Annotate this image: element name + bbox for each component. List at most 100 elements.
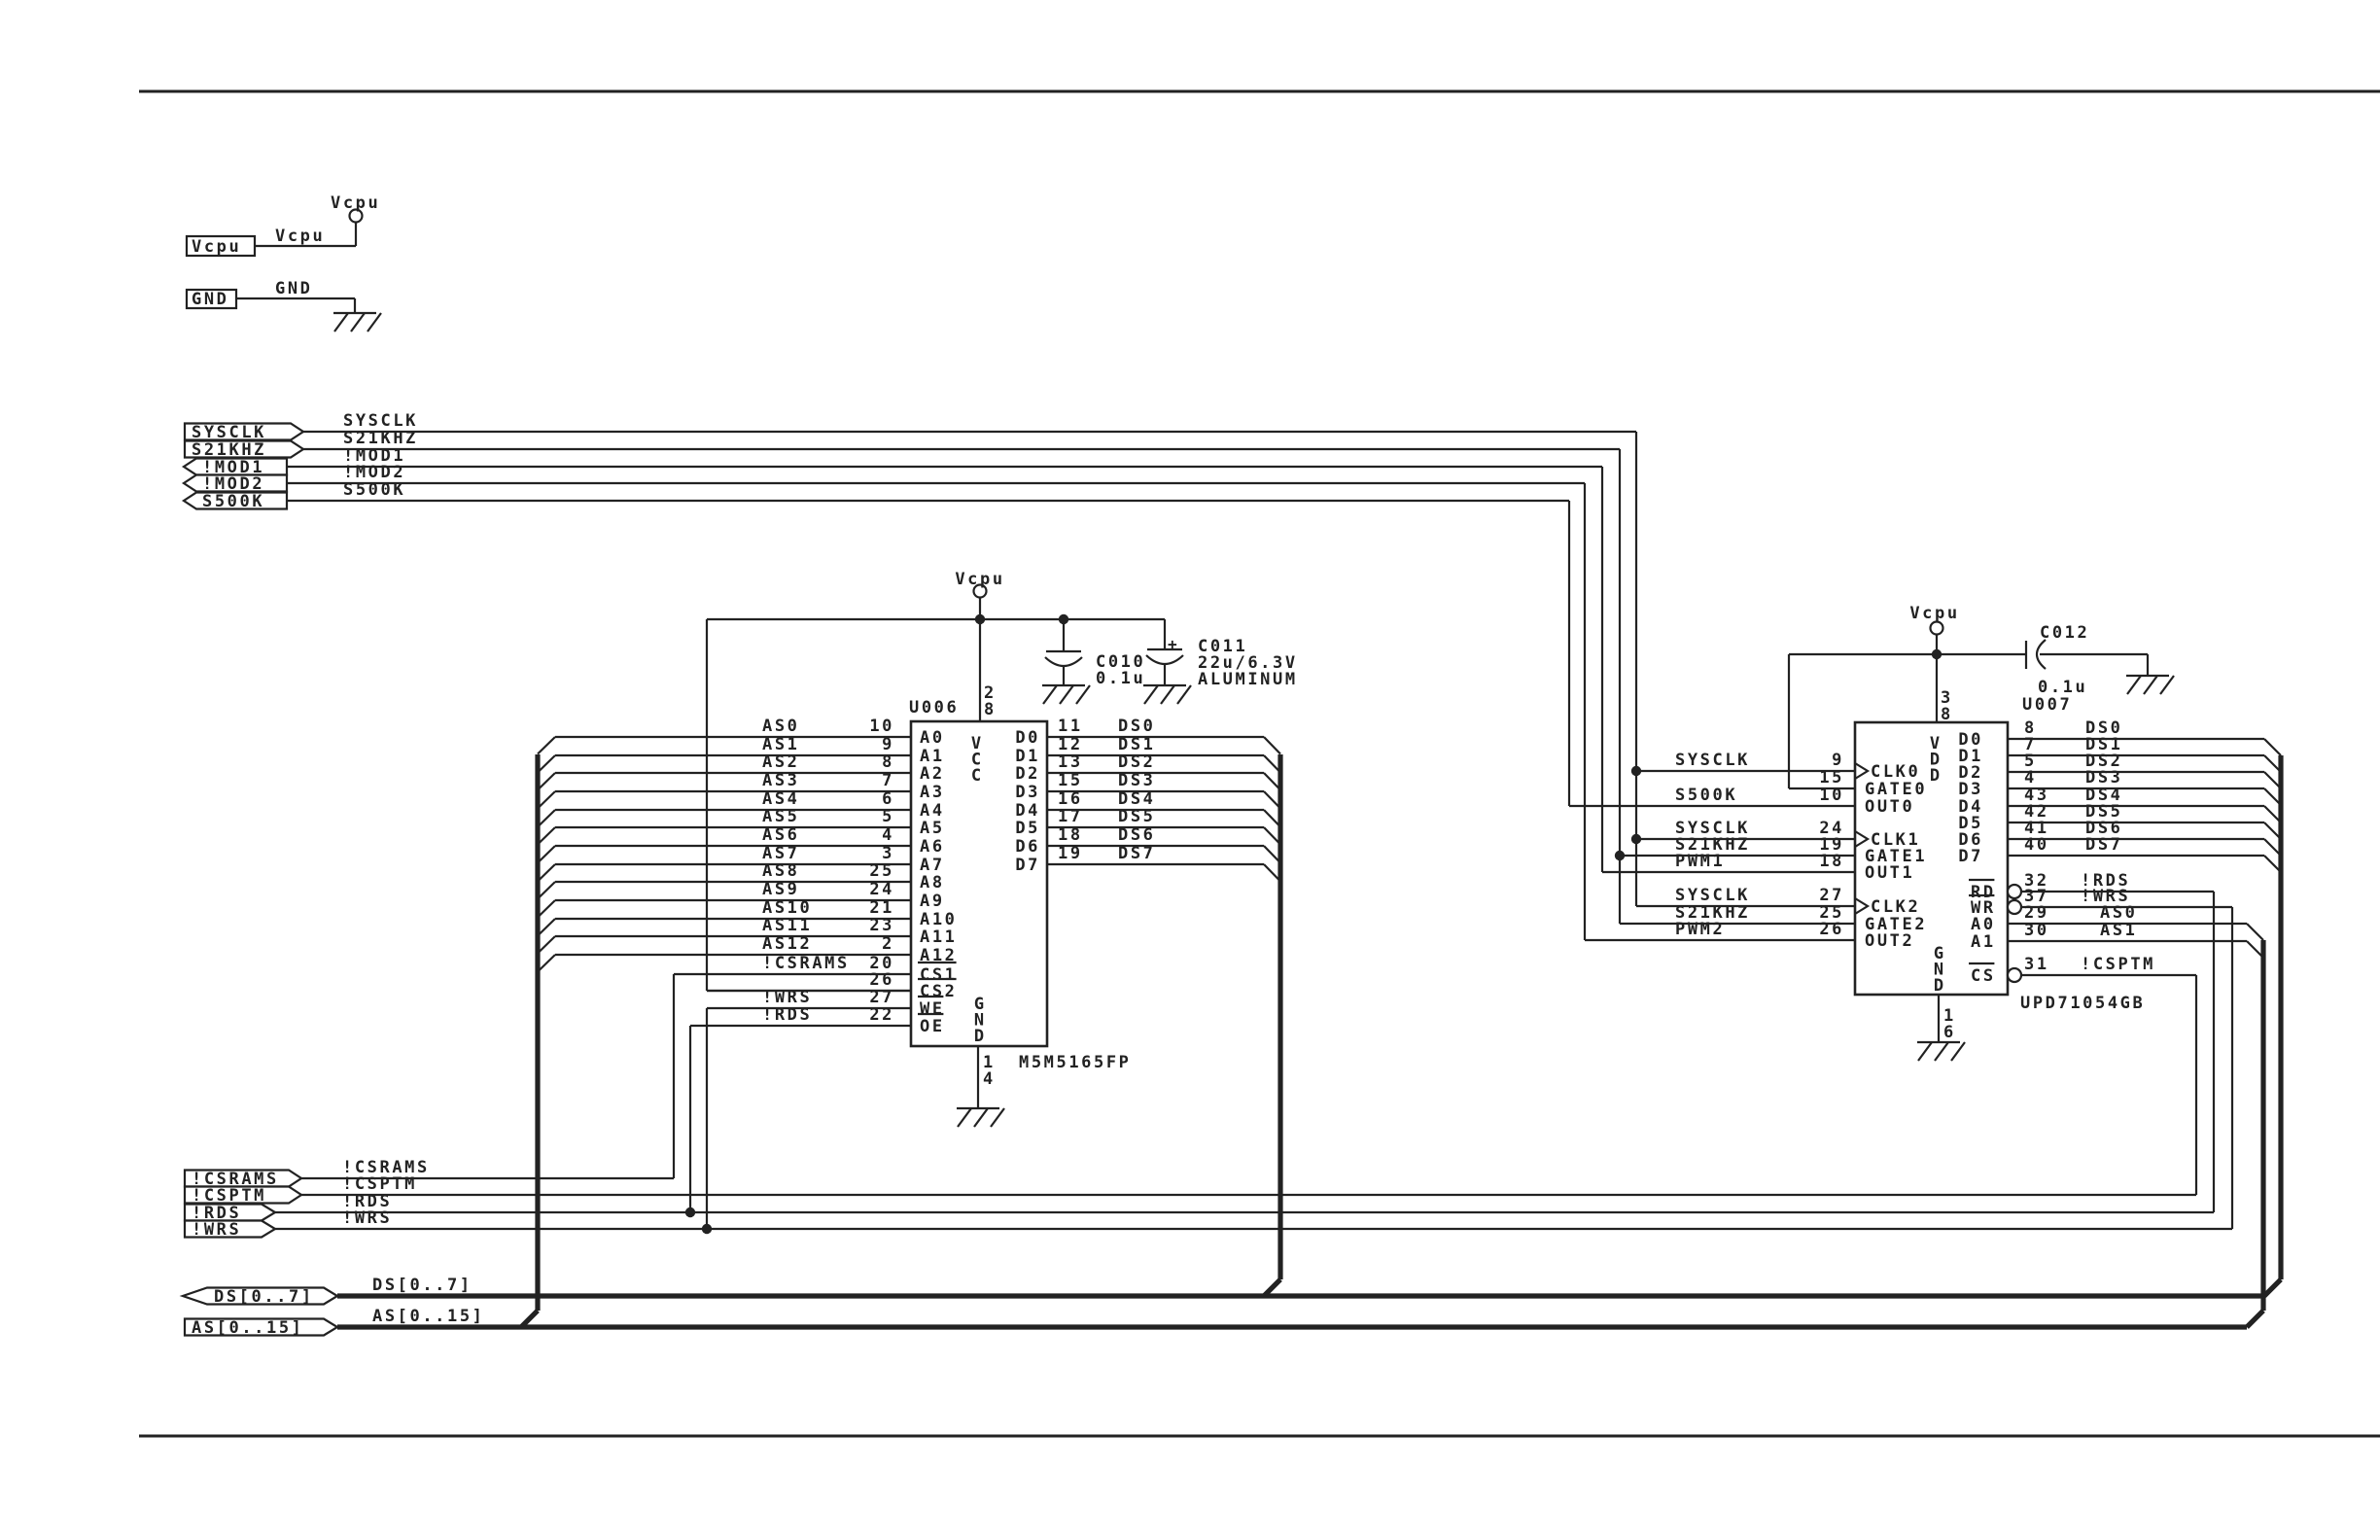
pin-name-u006-A10: A10	[920, 910, 958, 929]
pin-name-u007-WR: WR	[1971, 898, 1996, 918]
bus-stub-AS12	[537, 954, 556, 973]
junction-s21khz	[1614, 850, 1626, 861]
pin-number-u007-RD: 32	[2024, 871, 2049, 891]
bus-stub-AS7	[537, 863, 556, 883]
tag-!MOD1-label: !MOD1	[202, 458, 264, 477]
pin-name-u007-RD: RD	[1971, 883, 1996, 902]
bus-stub-AS6	[537, 845, 556, 864]
pin-number-u007-WR: 37	[2024, 887, 2049, 906]
c011-ground-slash-1	[1160, 684, 1175, 705]
label-c012-value: 0.1u	[2038, 678, 2087, 697]
tag-!CSPTM	[183, 1185, 304, 1205]
junction-sysclk-0	[1630, 765, 1642, 777]
c010-ground-slash-0	[1042, 684, 1058, 705]
pin-number-u006-D7: 19	[1058, 844, 1083, 863]
pin-number-u007-D2: 5	[2024, 752, 2037, 771]
pin-name-u006-A8: A8	[920, 873, 945, 892]
pin-name-u007-A1: A1	[1971, 932, 1996, 952]
pin-number-u007-OUT0: 10	[1819, 786, 1844, 805]
gnd-flag-ground-slash-0	[333, 312, 349, 332]
gnd-flag-ground-slash-1	[350, 312, 366, 332]
u006-vcpu-label: Vcpu	[955, 570, 1004, 589]
net-label-as-bus: AS[0..15]	[372, 1307, 485, 1326]
pin-number-u006-WE: 27	[869, 988, 894, 1007]
pin-number-u007-D3: 4	[2024, 768, 2037, 788]
net-label-AS2: AS2	[762, 752, 800, 772]
net-label-AS10: AS10	[762, 898, 812, 918]
pin-number-u007-D6: 41	[2024, 819, 2049, 838]
pin-number-u007-GATE0: 15	[1819, 768, 1844, 788]
bus-stub-AS4	[537, 809, 556, 828]
junction-u006-vcc	[974, 613, 986, 625]
u007-gnd-text: D	[1934, 976, 1943, 996]
pin-number-u006-A11: 23	[869, 916, 894, 935]
u007-ground-slash-1	[1934, 1041, 1949, 1062]
pin-name-u007-D6: D6	[1958, 830, 1983, 850]
pin-name-u006-A4: A4	[920, 801, 945, 821]
clock-triangle-CLK2	[1854, 897, 1871, 915]
pin-number-u006-D5: 17	[1058, 807, 1083, 826]
u006-pin14: 4	[983, 1069, 993, 1089]
label-c011-plus: +	[1168, 635, 1177, 653]
label-c010-ref: C010	[1096, 652, 1145, 672]
pin-name-u006-A0: A0	[920, 728, 945, 748]
pin-name-u007-D0: D0	[1958, 730, 1983, 750]
net-label-AS12: AS12	[762, 934, 812, 954]
c012-ground-slash-2	[2159, 675, 2175, 695]
tag-ds-bus	[179, 1286, 340, 1306]
net-label-AS11: AS11	[762, 916, 812, 935]
net-label-AS3: AS3	[762, 771, 800, 790]
pin-name-u007-OUT1: OUT1	[1865, 863, 1914, 883]
pin-name-u006-WE: WE	[920, 999, 945, 1019]
tag-S500K	[181, 491, 289, 510]
pin-name-u007-CLK0: CLK0	[1871, 762, 1920, 782]
u006-vcc-text: C	[971, 766, 981, 786]
net-label-u007-CLK2: SYSCLK	[1675, 886, 1750, 905]
tag-S21KHZ	[183, 439, 306, 459]
pin-number-u007-CS: 31	[2024, 955, 2049, 974]
pin-name-u007-D4: D4	[1958, 797, 1983, 817]
net-label-ds-bus: DS[0..7]	[372, 1276, 472, 1295]
bus-ds-vertical-right-bend	[2262, 1278, 2283, 1298]
pin-number-u007-CLK1: 24	[1819, 819, 1844, 838]
pin-name-u007-GATE2: GATE2	[1865, 915, 1927, 934]
label-c012-ref: C012	[2040, 623, 2089, 643]
bubble-u007-CS	[2006, 966, 2023, 984]
pin-number-u006-A6: 4	[882, 825, 894, 845]
net-label-!WRS-u006: !WRS	[762, 988, 812, 1007]
pin-name-u006-A5: A5	[920, 819, 945, 838]
u007-refdes: U007	[2022, 695, 2072, 715]
bus-stub-u006-DS3	[1263, 790, 1281, 810]
net-label-vcpu: Vcpu	[275, 227, 325, 246]
pin-number-u007-D1: 7	[2024, 735, 2037, 754]
c011-ground-slash-2	[1176, 684, 1192, 705]
u006-vcc-text: V	[971, 734, 981, 753]
net-label-AS7: AS7	[762, 844, 800, 863]
pin-name-u006-A9: A9	[920, 892, 945, 911]
pin-number-u007-D5: 42	[2024, 802, 2049, 822]
net-label-u007-RD: !RDS	[2081, 871, 2130, 891]
net-label-u007-DS3: DS3	[2085, 768, 2123, 788]
net-label-u006-DS0: DS0	[1118, 717, 1156, 736]
u006-part: M5M5165FP	[1019, 1053, 1132, 1072]
tag-!RDS	[183, 1203, 278, 1222]
c012-ground-slash-1	[2143, 675, 2158, 695]
tag-!MOD2-label: !MOD2	[202, 474, 264, 494]
c010-ground-slash-1	[1059, 684, 1074, 705]
net-label-u007-DS7: DS7	[2085, 835, 2123, 855]
pin-name-u007-CLK1: CLK1	[1871, 830, 1920, 850]
pin-number-u007-CLK2: 27	[1819, 886, 1844, 905]
bus-stub-u007-DS0	[2263, 738, 2282, 756]
bus-stub-u007-DS3	[2263, 788, 2282, 806]
tag-!CSRAMS	[183, 1169, 304, 1188]
tag-as-bus-label: AS[0..15]	[192, 1318, 304, 1338]
pin-number-u006-A8: 25	[869, 861, 894, 881]
label-c010-value: 0.1u	[1096, 669, 1145, 688]
net-label-AS1: AS1	[762, 735, 800, 754]
tag-ds-bus-label: DS[0..7]	[214, 1287, 314, 1307]
net-label-u006-DS2: DS2	[1118, 752, 1156, 772]
net-label-AS5: AS5	[762, 807, 800, 826]
pin-name-u006-A2: A2	[920, 764, 945, 784]
net-label-!WRS-2: !WRS	[342, 1208, 392, 1228]
pin-name-u007-D1: D1	[1958, 747, 1983, 766]
